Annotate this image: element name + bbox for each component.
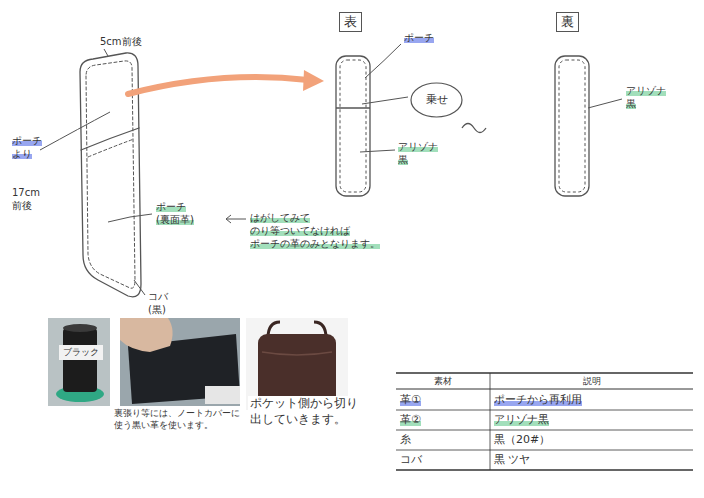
label-text: アリゾナ 黒 — [626, 85, 666, 109]
label-box: はがしてみて のり等ついてなければ ポーチの革のみとなります。 — [250, 211, 384, 250]
leader-line — [134, 280, 145, 295]
heading-box: 表 — [339, 12, 362, 32]
label-text: 革① — [400, 393, 421, 406]
label-text: ポーチ より — [12, 135, 42, 159]
heading-box: 裏 — [556, 12, 579, 32]
label-box: アリゾナ 黒 — [626, 84, 670, 110]
label-box: 17cm 前後 — [12, 186, 44, 212]
table-rule — [396, 389, 693, 390]
label-box: コバ (黒) — [148, 290, 176, 316]
node-text: 裏 — [561, 14, 574, 30]
leader-line — [108, 214, 152, 222]
table-rule — [396, 469, 693, 471]
label-box: コバ — [400, 450, 422, 470]
spool-top — [63, 324, 97, 332]
label-box: 糸 — [400, 430, 411, 450]
note-arrow-head — [226, 215, 231, 223]
label-box: ポーチ (裏面革) — [156, 200, 204, 226]
paper-edge — [205, 386, 240, 404]
stitch-line — [559, 60, 585, 192]
label-text: 裏張り等には、ノートカバーに 使う黒い革を使います。 — [114, 408, 240, 430]
back-part — [555, 56, 622, 196]
label-box: 革② — [400, 410, 421, 430]
tilde-symbol — [462, 124, 486, 133]
label-text: 革② — [400, 413, 421, 426]
leader-line — [360, 150, 395, 152]
pocket-edge — [81, 128, 139, 150]
label-text: 5cm前後 — [100, 36, 142, 47]
finger — [120, 318, 173, 352]
label-text: ブラック — [63, 347, 99, 357]
label-box: 黒 ツヤ — [494, 450, 531, 470]
label-box: ポケット側から切り 出していきます。 — [248, 396, 364, 427]
label-text: 黒（20#） — [494, 433, 550, 446]
label-box: ブラック — [59, 345, 103, 360]
label-text: ポーチから再利用 — [494, 393, 582, 406]
leader-line — [362, 97, 408, 104]
pouch-seam — [262, 352, 332, 355]
note-arrow — [226, 219, 246, 220]
label-text: ポーチ (裏面革) — [156, 201, 194, 225]
label-box: 説明 — [490, 373, 693, 389]
leader-lines — [40, 49, 246, 295]
circle-outline — [411, 83, 462, 117]
transform-arrow-head — [303, 70, 324, 91]
label-box: 黒（20#） — [494, 430, 550, 450]
label-text: 素材 — [434, 376, 452, 386]
part-outline — [555, 56, 589, 196]
label-text: ポケット側から切り 出していきます。 — [250, 396, 358, 426]
part-outline — [336, 56, 370, 196]
label-box: 素材 — [396, 373, 490, 389]
label-box: アリゾナ 黒 — [398, 140, 442, 166]
label-text: 説明 — [583, 376, 601, 386]
table-rule — [396, 450, 693, 451]
front-part — [336, 44, 408, 196]
label-text: ポーチ — [404, 32, 434, 43]
case-sketch — [80, 53, 141, 297]
photo-ground — [48, 318, 110, 406]
stitch-line — [88, 139, 134, 157]
label-text: 17cm 前後 — [12, 187, 40, 211]
circled-note: 乗せ — [410, 82, 463, 118]
case-outline — [80, 53, 141, 297]
spool-label — [59, 345, 103, 360]
label-text: 糸 — [400, 433, 411, 446]
label-box: 5cm前後 — [100, 35, 142, 48]
leader-line — [588, 99, 622, 108]
node-text: 乗せ — [426, 93, 448, 106]
thread-photo — [48, 318, 110, 406]
table-rule — [490, 373, 491, 470]
leader-line — [104, 49, 108, 56]
photo-ground — [120, 318, 240, 406]
leader-line — [40, 112, 110, 150]
leader-line — [365, 44, 401, 78]
label-box: ポーチ より — [12, 134, 46, 160]
label-box: 革① — [400, 389, 421, 410]
node-text: 表 — [344, 14, 357, 30]
label-text: アリゾナ黒 — [494, 413, 549, 426]
material-table — [396, 373, 693, 470]
label-box: ポーチから再利用 — [494, 389, 582, 410]
label-box: アリゾナ黒 — [494, 410, 549, 430]
label-box: 裏張り等には、ノートカバーに 使う黒い革を使います。 — [114, 408, 244, 431]
table-rule — [396, 430, 693, 431]
label-text: 黒 ツヤ — [494, 453, 531, 466]
label-text: コバ — [400, 453, 422, 466]
label-text: アリゾナ 黒 — [398, 141, 438, 165]
leather-photo — [120, 318, 240, 406]
label-text: はがしてみて のり等ついてなければ ポーチの革のみとなります。 — [250, 212, 380, 249]
label-text: コバ (黒) — [148, 291, 168, 315]
table-rule — [396, 372, 693, 374]
label-box: ポーチ — [404, 31, 434, 44]
table-rule — [396, 410, 693, 411]
transform-arrow — [128, 77, 308, 94]
overlap-edge — [336, 107, 370, 108]
stitch-line — [340, 60, 366, 192]
